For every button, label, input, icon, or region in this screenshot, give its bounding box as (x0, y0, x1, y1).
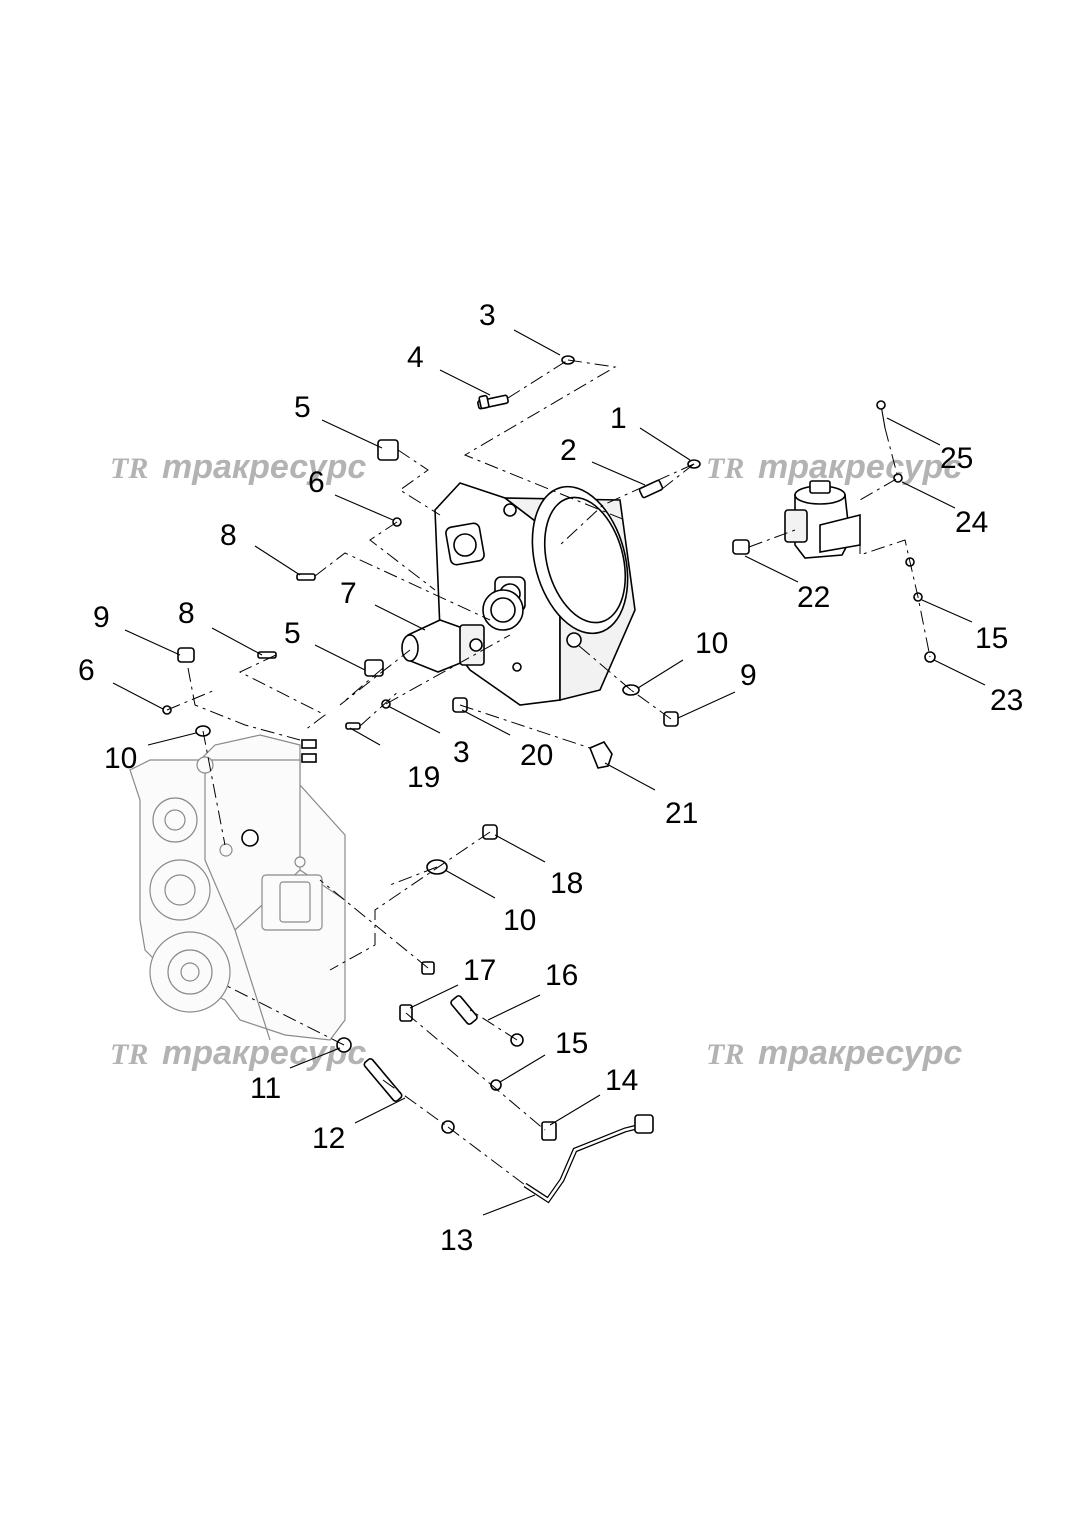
callout-11: 11 (250, 1072, 281, 1105)
pump-part-7 (401, 619, 485, 673)
watermark-top-left: TR тракресурс (110, 448, 366, 486)
callout-10: 10 (695, 627, 728, 660)
callout-6: 6 (308, 466, 325, 499)
callout-8: 8 (178, 597, 195, 630)
callout-5: 5 (294, 391, 311, 424)
callout-9: 9 (740, 659, 757, 692)
callout-19: 19 (407, 761, 440, 794)
gearbox-housing (129, 734, 346, 1041)
callout-18: 18 (550, 867, 583, 900)
watermark-text: тракресурс (758, 1034, 962, 1072)
callout-15: 15 (555, 1027, 588, 1060)
watermark-logo: TR (706, 452, 744, 485)
callout-1: 1 (610, 402, 627, 435)
callout-20: 20 (520, 739, 553, 772)
watermark-bottom-left: TR тракресурс (110, 1034, 366, 1072)
watermark-text: тракресурс (162, 448, 366, 486)
callout-6: 6 (78, 654, 95, 687)
callout-labels: 3 4 5 1 2 25 6 24 8 7 22 9 8 5 15 10 6 9… (78, 299, 1023, 1257)
callout-10: 10 (503, 904, 536, 937)
callout-23: 23 (990, 684, 1023, 717)
watermark-bottom-right: TR тракресурс (706, 1034, 962, 1072)
watermark-text: тракресурс (758, 448, 962, 486)
callout-8: 8 (220, 519, 237, 552)
callout-21: 21 (665, 797, 698, 830)
assembly-lines (166, 359, 931, 1186)
callout-16: 16 (545, 959, 578, 992)
watermark-text: тракресурс (162, 1034, 366, 1072)
callout-9: 9 (93, 601, 110, 634)
callout-2: 2 (560, 434, 577, 467)
callout-24: 24 (955, 506, 988, 539)
callout-7: 7 (340, 577, 357, 610)
callout-14: 14 (605, 1064, 638, 1097)
oil-filter-assembly (732, 400, 936, 663)
watermark-logo: TR (706, 1038, 744, 1071)
watermark-top-right: TR тракресурс (706, 448, 962, 486)
callout-5: 5 (284, 617, 301, 650)
callout-22: 22 (797, 581, 830, 614)
cooler-housing (434, 482, 636, 706)
callout-17: 17 (463, 954, 496, 987)
callout-12: 12 (312, 1122, 345, 1155)
callout-3: 3 (453, 736, 470, 769)
callout-13: 13 (440, 1224, 473, 1257)
callout-10: 10 (104, 742, 137, 775)
callout-4: 4 (407, 341, 424, 374)
leader-lines (112, 329, 986, 1216)
callout-25: 25 (940, 442, 973, 475)
watermark-logo: TR (110, 452, 148, 485)
watermark-logo: TR (110, 1038, 148, 1071)
callout-3: 3 (479, 299, 496, 332)
callout-15: 15 (975, 622, 1008, 655)
